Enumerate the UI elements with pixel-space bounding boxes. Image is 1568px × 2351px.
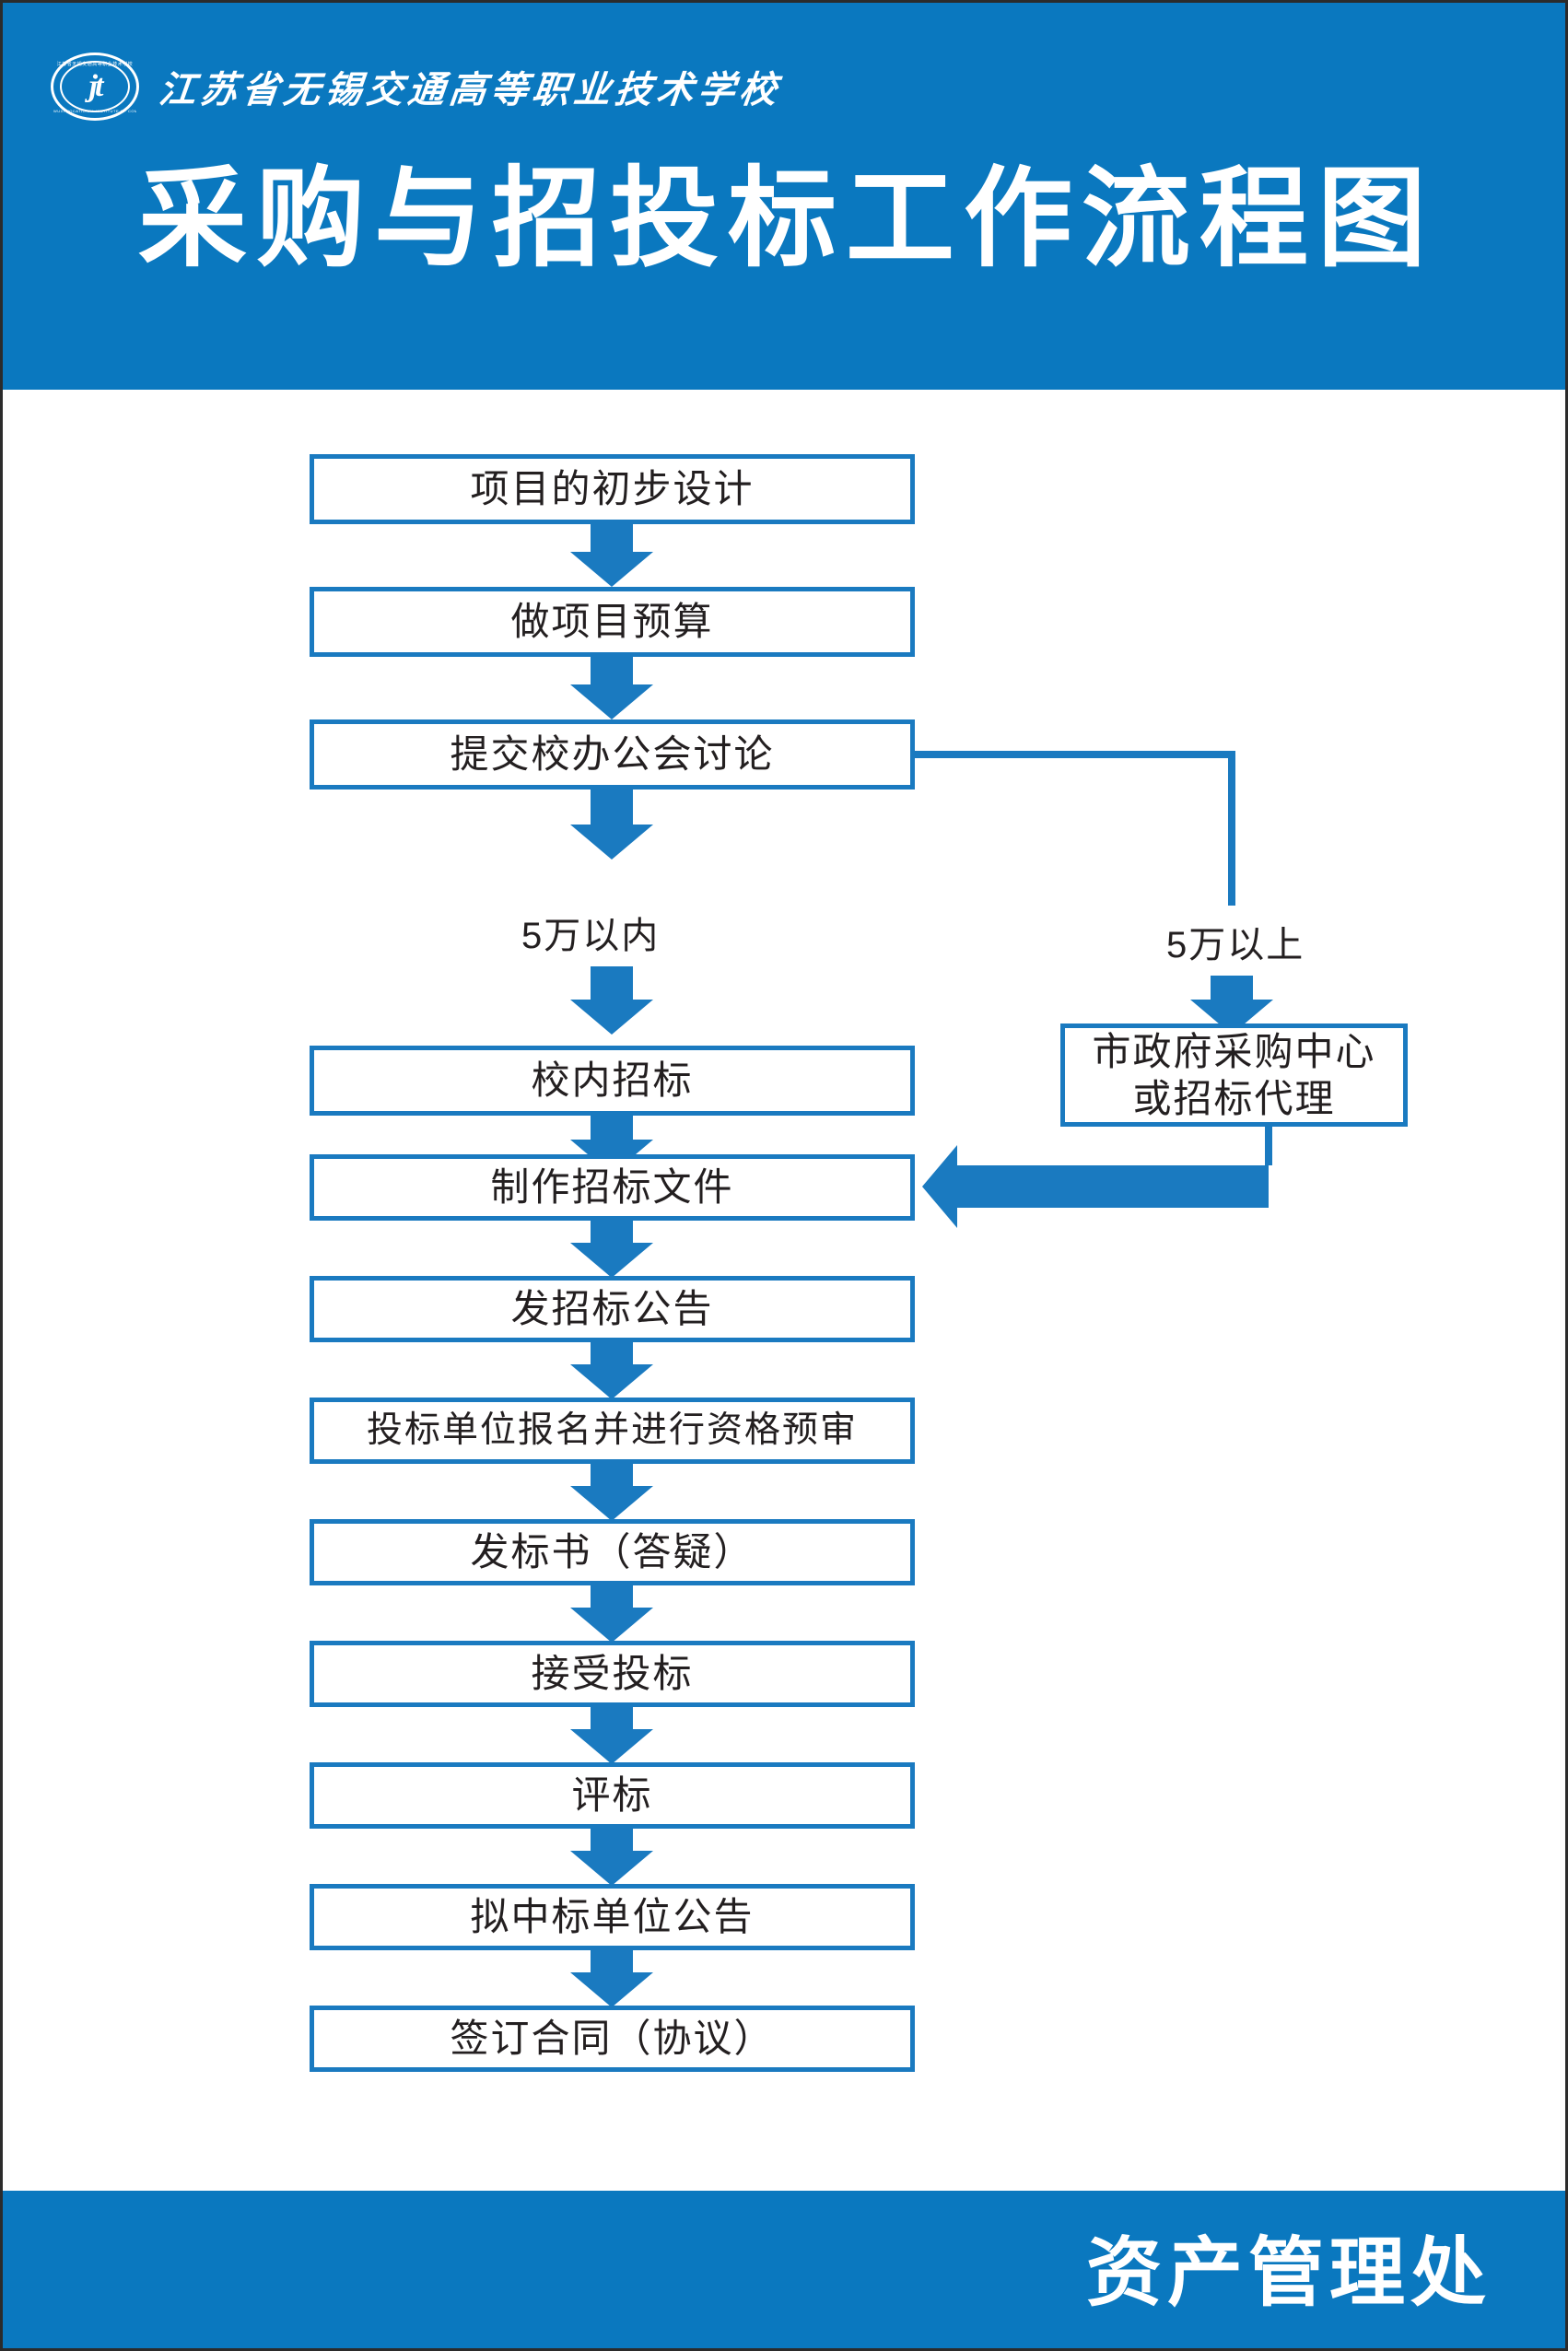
flow-node-project-budget: 做项目预算 bbox=[310, 587, 915, 657]
branch-connector-vertical bbox=[1228, 751, 1235, 906]
flow-node-bidder-registration-prequalification: 投标单位报名并进行资格预审 bbox=[310, 1398, 915, 1464]
page-title: 采购与招投标工作流程图 bbox=[137, 159, 1435, 280]
flowchart-canvas: 项目的初步设计 做项目预算 提交校办公会讨论 5万以内 5万以上 bbox=[3, 390, 1565, 2196]
school-emblem-icon: 江苏省无锡交通高等职业技术学校 jt WUXI VOCATIONAL INSTI… bbox=[51, 53, 139, 121]
flow-node-submit-to-office-meeting: 提交校办公会讨论 bbox=[310, 719, 915, 790]
school-name: 江苏省无锡交通高等职业技术学校 bbox=[157, 69, 783, 111]
flow-node-candidate-winner-announcement: 拟中标单位公告 bbox=[310, 1884, 915, 1950]
flow-node-government-procurement-center: 市政府采购中心 或招标代理 bbox=[1060, 1023, 1408, 1127]
school-identity: 江苏省无锡交通高等职业技术学校 jt WUXI VOCATIONAL INSTI… bbox=[51, 51, 783, 123]
emblem-arc-bottom-text: WUXI VOCATIONAL INSTITUTE OF COMMERCE bbox=[53, 109, 136, 113]
flow-node-issue-bid-book-qa: 发标书（答疑） bbox=[310, 1519, 915, 1585]
flow-node-bid-evaluation: 评标 bbox=[310, 1762, 915, 1829]
department-name: 资产管理处 bbox=[1085, 2231, 1492, 2315]
emblem-arc-top-text: 江苏省无锡交通高等职业技术学校 bbox=[56, 62, 134, 67]
header-band: 江苏省无锡交通高等职业技术学校 jt WUXI VOCATIONAL INSTI… bbox=[3, 3, 1565, 390]
branch-connector-horizontal bbox=[911, 751, 1235, 758]
flow-node-publish-bid-announcement: 发招标公告 bbox=[310, 1276, 915, 1342]
flow-node-sign-contract-agreement: 签订合同（协议） bbox=[310, 2006, 915, 2072]
emblem-monogram: jt bbox=[88, 69, 104, 103]
branch-label-under-50k: 5万以内 bbox=[521, 916, 661, 956]
flow-node-project-preliminary-design: 项目的初步设计 bbox=[310, 454, 915, 524]
emblem-inner-ring bbox=[60, 61, 130, 112]
flow-node-internal-bidding: 校内招标 bbox=[310, 1046, 915, 1116]
flow-node-accept-bids: 接受投标 bbox=[310, 1641, 915, 1707]
merge-connector-vertical bbox=[1265, 1125, 1272, 1165]
branch-label-over-50k: 5万以上 bbox=[1166, 925, 1305, 965]
flow-node-prepare-bid-documents: 制作招标文件 bbox=[310, 1154, 915, 1221]
footer-band: 资产管理处 bbox=[3, 2191, 1565, 2348]
